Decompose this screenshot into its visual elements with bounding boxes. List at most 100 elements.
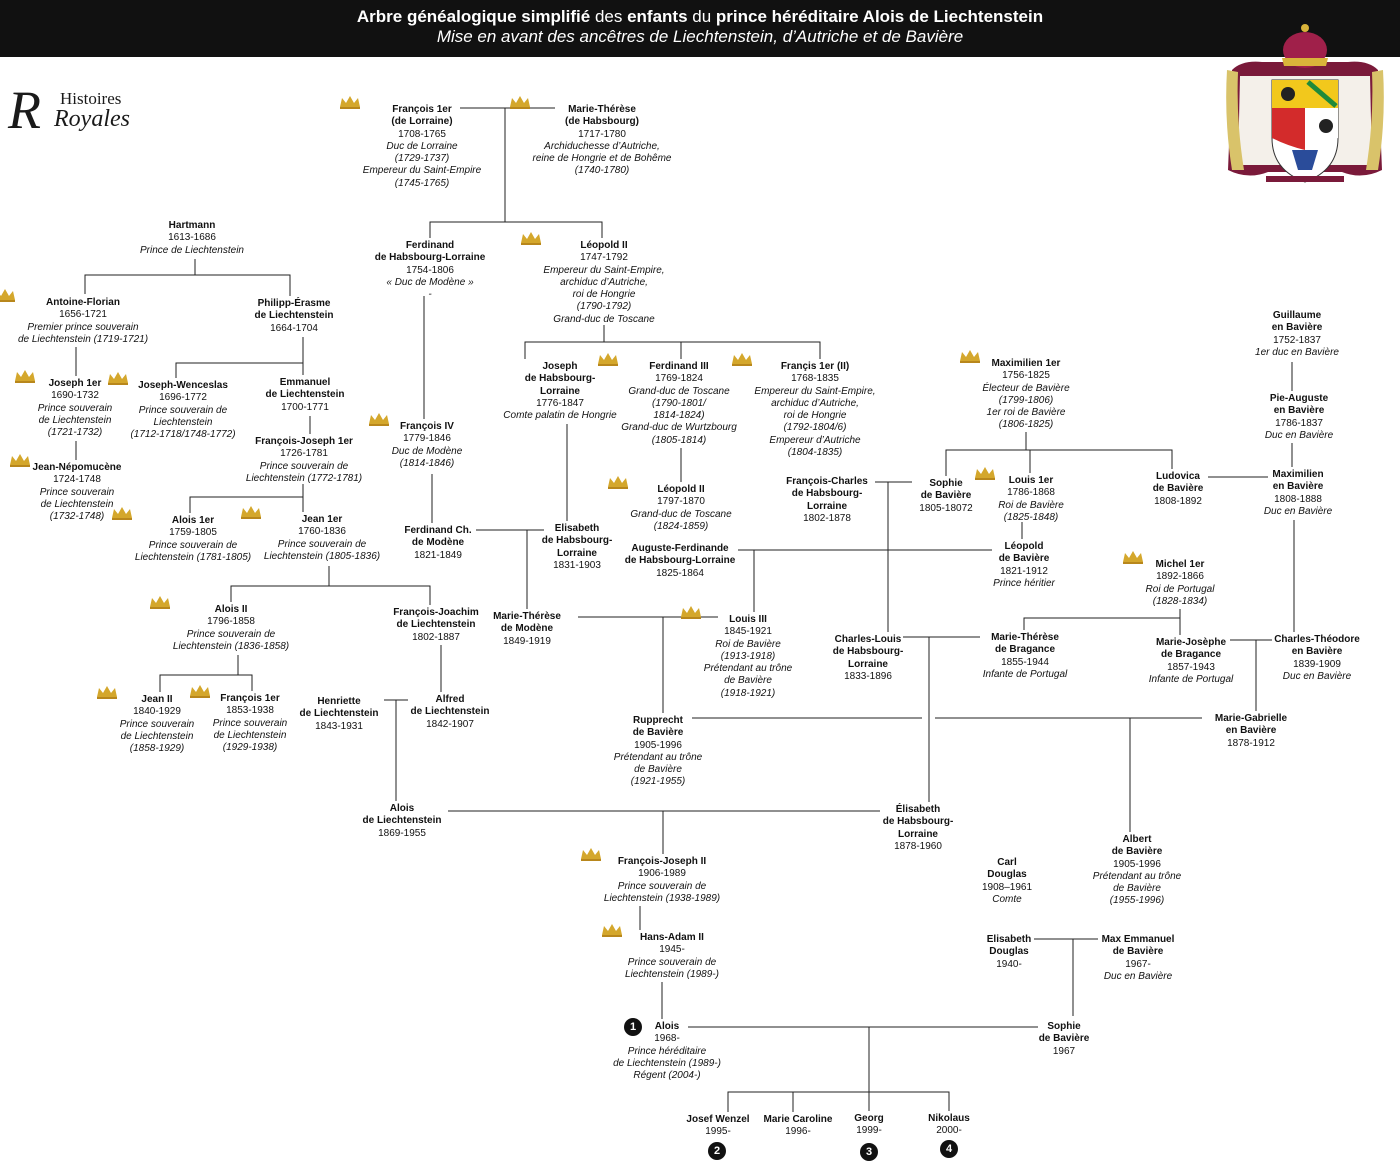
person-name: Antoine-Florian bbox=[46, 297, 120, 308]
page-subtitle: Mise en avant des ancêtres de Liechtenst… bbox=[436, 27, 964, 46]
person-title: Grand-duc de Wurtzbourg bbox=[621, 422, 737, 434]
person-name: en Bavière bbox=[1225, 725, 1277, 737]
person-title: Prince de Liechtenstein bbox=[140, 244, 244, 256]
person-title: Duc de Lorraine bbox=[386, 140, 458, 152]
person-title: Roi de Bavière bbox=[998, 499, 1064, 511]
person-dates: 1857-1943 bbox=[1167, 661, 1215, 673]
person-dates: 1690-1732 bbox=[51, 390, 99, 402]
connector bbox=[875, 481, 912, 632]
connector bbox=[189, 484, 304, 513]
crown-icon bbox=[107, 372, 128, 385]
person-name: François 1er bbox=[392, 104, 452, 115]
person-name: Georg bbox=[854, 1113, 884, 1124]
person-dates: 1797-1870 bbox=[657, 496, 705, 508]
person-title: Prince souverain bbox=[37, 402, 113, 414]
connector bbox=[84, 259, 291, 296]
person-name: Maximilien bbox=[1272, 469, 1324, 480]
person-name: Marie-Gabrielle bbox=[1214, 713, 1288, 724]
person-dates: 1664-1704 bbox=[270, 322, 318, 334]
connector bbox=[1230, 639, 1272, 711]
person-title: Prétendant au trône bbox=[1092, 870, 1182, 882]
title-part: du bbox=[692, 7, 716, 26]
person-name: en Bavière bbox=[1271, 322, 1323, 334]
connector bbox=[448, 810, 880, 854]
person-name: Ferdinand III bbox=[649, 361, 709, 372]
person-name: Jean 1er bbox=[301, 514, 343, 525]
person-title: Duc en Bavière bbox=[1103, 970, 1173, 982]
crown-icon bbox=[520, 232, 541, 245]
crown-icon bbox=[15, 370, 35, 383]
person-name: de Habsbourg- bbox=[791, 488, 863, 500]
person-title: Prince souverain de bbox=[627, 956, 717, 968]
person-dates: 1700-1771 bbox=[281, 401, 329, 413]
connector bbox=[903, 636, 980, 802]
person-title: (1913-1918) bbox=[720, 650, 776, 662]
person-name: Louis 1er bbox=[1008, 475, 1054, 486]
person-name: Douglas bbox=[987, 869, 1027, 881]
person-title: Roi de Portugal bbox=[1145, 583, 1215, 595]
logo-initial: R bbox=[8, 80, 41, 140]
connector bbox=[1023, 609, 1181, 635]
person-dates: 1786-1868 bbox=[1007, 487, 1055, 499]
person-name: Elisabeth bbox=[986, 934, 1032, 945]
person-title: (1918-1921) bbox=[720, 687, 776, 699]
person-name: Lorraine bbox=[847, 658, 888, 670]
person-title: de Liechtenstein (1989-) bbox=[613, 1057, 721, 1069]
person-name: Jean-Népomucène bbox=[32, 462, 122, 473]
person-title: 1814-1824) bbox=[653, 410, 705, 422]
person-title: Duc de Modène bbox=[391, 445, 463, 457]
crown-icon bbox=[9, 454, 30, 467]
person-title: (1921-1955) bbox=[630, 776, 686, 788]
crown-icon bbox=[959, 350, 980, 363]
person-name: Albert bbox=[1122, 834, 1152, 845]
person-title: Premier prince souverain bbox=[27, 321, 139, 333]
person-title: (1824-1859) bbox=[653, 520, 709, 532]
person-title: Régent (2004-) bbox=[633, 1070, 701, 1082]
person-title: (1732-1748) bbox=[49, 511, 105, 523]
connector bbox=[476, 529, 544, 609]
person-title: - bbox=[428, 289, 432, 301]
person-dates: 1760-1836 bbox=[298, 526, 346, 538]
person-dates: 1808-1888 bbox=[1274, 493, 1322, 505]
person-title: de Bavière bbox=[724, 675, 772, 687]
crown-icon bbox=[598, 353, 619, 366]
person-name: Philipp-Érasme bbox=[257, 298, 331, 309]
person-title: (1712-1718/1748-1772) bbox=[130, 429, 236, 441]
person-dates: 1756-1825 bbox=[1002, 370, 1050, 382]
person-name: Charles-Théodore bbox=[1274, 634, 1360, 645]
person-name: Léopold II bbox=[580, 240, 628, 251]
person-dates: 1905-1996 bbox=[1113, 858, 1161, 870]
person-name: Lorraine bbox=[539, 385, 580, 397]
crown-icon bbox=[241, 506, 261, 519]
person-title: roi de Hongrie bbox=[783, 410, 847, 422]
person-title: (1955-1996) bbox=[1109, 895, 1165, 907]
person-title: Prétendant au trône bbox=[703, 663, 793, 675]
person-title: Prince souverain bbox=[119, 718, 195, 730]
crown-icon bbox=[190, 685, 210, 698]
person-title: Liechtenstein (1772-1781) bbox=[245, 472, 363, 484]
person-name: Jean II bbox=[141, 694, 173, 705]
connector bbox=[945, 432, 1173, 476]
person-name: de Modène bbox=[411, 537, 465, 549]
person-name: Françis 1er (II) bbox=[780, 361, 850, 372]
person-name: Nikolaus bbox=[928, 1113, 970, 1124]
person-name: Alois bbox=[654, 1021, 680, 1032]
person-name: de Bavière bbox=[1111, 846, 1163, 858]
